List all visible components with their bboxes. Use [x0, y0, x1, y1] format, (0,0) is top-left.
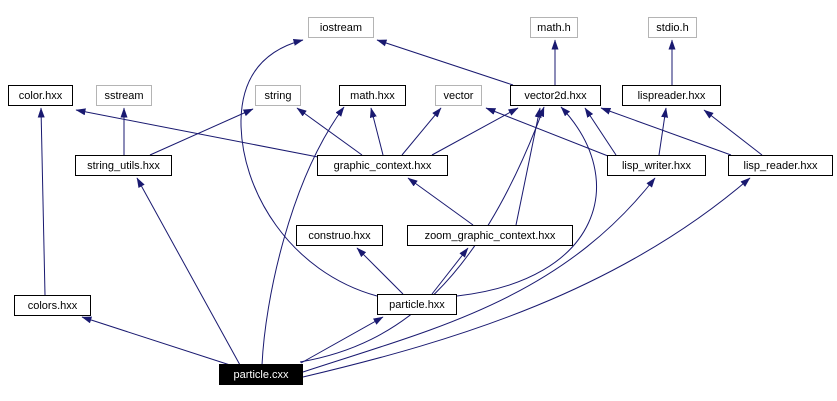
graph-node-stdio-h: stdio.h [648, 17, 697, 38]
edge-lisp-writer-hxx-to-vector [485, 107, 609, 157]
edge-particle-hxx-to-zoom-graphic-context-hxx [431, 247, 469, 295]
edge-particle-cxx-to-math-hxx [261, 106, 345, 366]
edge-particle-cxx-to-colors-hxx [81, 316, 231, 366]
edge-particle-cxx-to-particle-hxx [300, 316, 384, 364]
graph-node-lisp-writer-hxx[interactable]: lisp_writer.hxx [607, 155, 706, 176]
graph-node-string: string [255, 85, 301, 106]
graph-node-zoom-graphic-context-hxx[interactable]: zoom_graphic_context.hxx [407, 225, 573, 246]
graph-node-math-h: math.h [530, 17, 578, 38]
edge-graphic-context-hxx-to-string [296, 107, 363, 156]
edge-particle-hxx-to-vector2d-hxx [456, 106, 597, 297]
edge-zoom-graphic-context-hxx-to-graphic-context-hxx [407, 177, 474, 226]
edge-string-utils-hxx-to-string [149, 108, 254, 156]
edge-graphic-context-hxx-to-vector2d-hxx [431, 107, 519, 156]
graph-node-string-utils-hxx[interactable]: string_utils.hxx [75, 155, 172, 176]
graph-node-vector: vector [435, 85, 482, 106]
edge-lisp-writer-hxx-to-vector2d-hxx [584, 107, 617, 156]
edge-particle-cxx-to-lisp-writer-hxx [302, 177, 656, 373]
edge-particle-hxx-to-iostream [240, 39, 378, 297]
graph-node-iostream: iostream [308, 17, 374, 38]
edge-particle-hxx-to-construo-hxx [356, 247, 404, 295]
graph-node-construo-hxx[interactable]: construo.hxx [296, 225, 383, 246]
graph-node-particle-hxx[interactable]: particle.hxx [377, 294, 457, 315]
edge-lisp-reader-hxx-to-vector2d-hxx [600, 107, 732, 156]
edge-lisp-reader-hxx-to-lispreader-hxx [703, 109, 763, 156]
edge-graphic-context-hxx-to-vector [401, 107, 442, 156]
edge-particle-cxx-to-lisp-reader-hxx [302, 177, 751, 378]
edge-lisp-writer-hxx-to-lispreader-hxx [658, 107, 669, 156]
graph-node-color-hxx[interactable]: color.hxx [8, 85, 73, 106]
edge-particle-cxx-to-string-utils-hxx [136, 177, 241, 366]
edge-vector2d-hxx-to-iostream [376, 39, 514, 86]
graph-node-sstream: sstream [96, 85, 152, 106]
graph-node-lispreader-hxx[interactable]: lispreader.hxx [622, 85, 721, 106]
graph-node-math-hxx[interactable]: math.hxx [339, 85, 406, 106]
graph-node-particle-cxx: particle.cxx [219, 364, 303, 385]
graph-node-vector2d-hxx[interactable]: vector2d.hxx [510, 85, 601, 106]
edge-graphic-context-hxx-to-math-hxx [369, 107, 384, 156]
edge-particle-cxx-to-vector2d-hxx [299, 106, 545, 363]
graph-node-colors-hxx[interactable]: colors.hxx [14, 295, 91, 316]
graph-node-lisp-reader-hxx[interactable]: lisp_reader.hxx [728, 155, 833, 176]
graph-node-graphic-context-hxx[interactable]: graphic_context.hxx [317, 155, 448, 176]
edge-colors-hxx-to-color-hxx [37, 107, 46, 296]
